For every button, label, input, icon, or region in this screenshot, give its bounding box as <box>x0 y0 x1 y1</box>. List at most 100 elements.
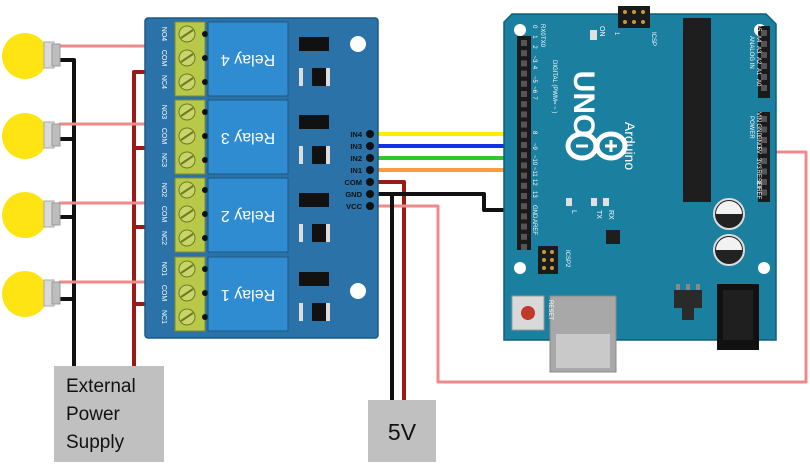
supply-label-line1: External <box>66 376 136 397</box>
mounting-hole <box>350 283 366 299</box>
usb-chip <box>606 230 620 244</box>
header-pin-label: IN4 <box>350 130 363 139</box>
icsp-header <box>618 6 650 28</box>
mounting-hole <box>514 262 526 274</box>
terminal-label: NC2 <box>160 231 167 245</box>
l-led <box>566 198 572 206</box>
mounting-hole <box>514 24 526 36</box>
digital-pin-label: 4 <box>531 66 537 70</box>
analog-pin-label: A0 <box>755 79 761 87</box>
header-pin <box>366 142 374 150</box>
voltage-regulator <box>674 290 702 308</box>
header-pin-label: GND <box>345 190 362 199</box>
terminal-label: NC4 <box>160 75 167 89</box>
header-pin <box>366 190 374 198</box>
light-bulb <box>2 271 61 317</box>
uno-label: UNO <box>567 71 600 138</box>
microcontroller-chip <box>683 18 711 202</box>
arduino-board <box>503 6 777 373</box>
analog-pin-label: A4 <box>755 35 761 43</box>
analog-pin-label: A2 <box>755 57 761 65</box>
icsp-label: ICSP <box>650 32 656 46</box>
power-pin-label: GND <box>755 135 761 149</box>
terminal-label: NO3 <box>160 105 167 120</box>
tx-top-label: TX0 <box>539 36 545 48</box>
header-pin <box>366 166 374 174</box>
on-label: ON <box>598 26 605 37</box>
tx-label: TX <box>595 210 602 219</box>
power-pin-label: GND <box>755 124 761 138</box>
on-led <box>590 30 597 40</box>
power-pin-label: IOREF <box>755 181 761 200</box>
analog-pin-label: A5 <box>755 24 761 32</box>
header-pin-label: COM <box>345 178 363 187</box>
tx-led <box>591 198 597 206</box>
terminal-label: COM <box>160 285 167 302</box>
arduino-logo <box>565 131 628 161</box>
relay-label: Relay 4 <box>221 51 275 68</box>
mounting-hole <box>350 36 366 52</box>
analog-pin-label: A1 <box>755 68 761 76</box>
rx-label: RX <box>607 210 614 220</box>
digital-pin-label: 13 <box>531 191 537 198</box>
terminal-label: NO1 <box>160 262 167 277</box>
bulb-return-wire <box>58 58 76 380</box>
digital-label: DIGITAL (PWM= ~ ) <box>551 60 557 113</box>
vcc-wire <box>368 150 808 384</box>
light-bulb <box>2 113 61 159</box>
supply-label-line2: Power <box>66 404 121 425</box>
icsp2-header <box>538 246 558 274</box>
digital-pin-label: ~3 <box>531 56 537 64</box>
wires <box>58 44 808 402</box>
header-pin-label: VCC <box>346 202 362 211</box>
digital-pin-label: 0 <box>531 25 537 29</box>
power-pin-label: VIN <box>755 112 761 122</box>
l-label: L <box>570 210 577 214</box>
supply-label-line3: Supply <box>66 432 125 453</box>
terminal-label: NC1 <box>160 310 167 324</box>
digital-pin-label: 7 <box>531 96 537 100</box>
arduino-labels: UNO Arduino DIGITAL (PWM= ~ ) ANALOG IN … <box>531 24 761 320</box>
digital-pin-label: ~5 <box>531 76 537 84</box>
analog-pin-label: A3 <box>755 46 761 54</box>
analog-label: ANALOG IN <box>748 36 754 69</box>
digital-pin-label: AREF <box>531 219 537 235</box>
arduino-name-label: Arduino <box>622 122 638 170</box>
digital-pin-label: GND <box>531 205 537 219</box>
light-bulb <box>2 33 61 79</box>
header-pin <box>366 154 374 162</box>
digital-pin-label: 2 <box>531 45 537 49</box>
light-bulb <box>2 192 61 238</box>
five-volt-label: 5V <box>388 419 417 445</box>
header-pin-label: IN3 <box>350 142 362 151</box>
digital-pin-label: ~11 <box>531 167 537 177</box>
rx-top-label: RX0 <box>539 24 545 36</box>
terminal-label: COM <box>160 206 167 223</box>
rx-led <box>603 198 609 206</box>
header-pin <box>366 178 374 186</box>
power-pin-label: RESET <box>755 170 761 190</box>
bulbs <box>2 33 61 317</box>
terminal-label: COM <box>160 128 167 145</box>
com-5v-wire <box>368 180 406 402</box>
icsp-number: 1 <box>613 32 619 36</box>
reset-label: RESET <box>547 300 553 320</box>
icsp2-label: ICSP2 <box>564 250 570 268</box>
header-pin-label: IN1 <box>350 166 362 175</box>
relay-label: Relay 2 <box>221 207 275 224</box>
power-pin-label: 5V <box>755 147 761 154</box>
mounting-hole <box>758 262 770 274</box>
terminal-label: NC3 <box>160 153 167 167</box>
terminal-label: COM <box>160 50 167 67</box>
terminal-label: NO2 <box>160 183 167 198</box>
external-power-supply: External Power Supply <box>54 366 164 462</box>
relay-label: Relay 3 <box>221 129 275 146</box>
digital-pin-label: ~6 <box>531 86 537 94</box>
